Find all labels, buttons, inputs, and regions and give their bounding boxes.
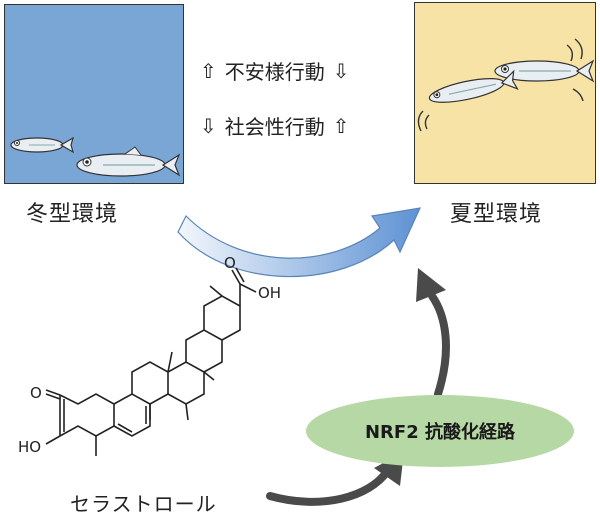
nrf2-to-summer-arrow-icon xyxy=(428,292,450,398)
anxiety-behavior-text: 不安様行動 xyxy=(224,60,325,84)
celastrol-label: セラストロール xyxy=(70,492,217,516)
up-arrow-icon: ⇧ xyxy=(332,113,350,138)
down-arrow-icon: ⇩ xyxy=(200,113,217,138)
nrf2-pathway-ellipse xyxy=(306,395,574,467)
acid-oxygen-label: O xyxy=(224,254,236,272)
hydroxyl-atom-label: HO xyxy=(18,438,41,456)
celastrol-structure xyxy=(45,267,257,456)
social-behavior-text: 社会性行動 xyxy=(224,115,325,139)
summer-environment-panel xyxy=(414,2,596,184)
acid-hydroxyl-label: OH xyxy=(258,284,281,302)
summer-environment-label: 夏型環境 xyxy=(450,202,543,227)
summer-fish-illustration xyxy=(417,38,595,132)
oxo-atom-label: O xyxy=(30,384,42,402)
winter-environment-panel xyxy=(4,4,184,184)
winter-environment-label: 冬型環境 xyxy=(26,202,119,227)
anxiety-behavior-row: ⇧ 不安様行動 ⇩ xyxy=(200,56,350,85)
nrf2-pathway-label: NRF2 抗酸化経路 xyxy=(364,422,515,443)
winter-fish-illustration xyxy=(10,136,181,177)
transition-arrow-icon xyxy=(177,207,422,278)
up-arrow-icon: ⇧ xyxy=(200,58,217,83)
compound-to-nrf2-arrow-icon xyxy=(266,466,392,506)
social-behavior-row: ⇩ 社会性行動 ⇧ xyxy=(200,111,350,140)
down-arrow-icon: ⇩ xyxy=(332,58,350,83)
